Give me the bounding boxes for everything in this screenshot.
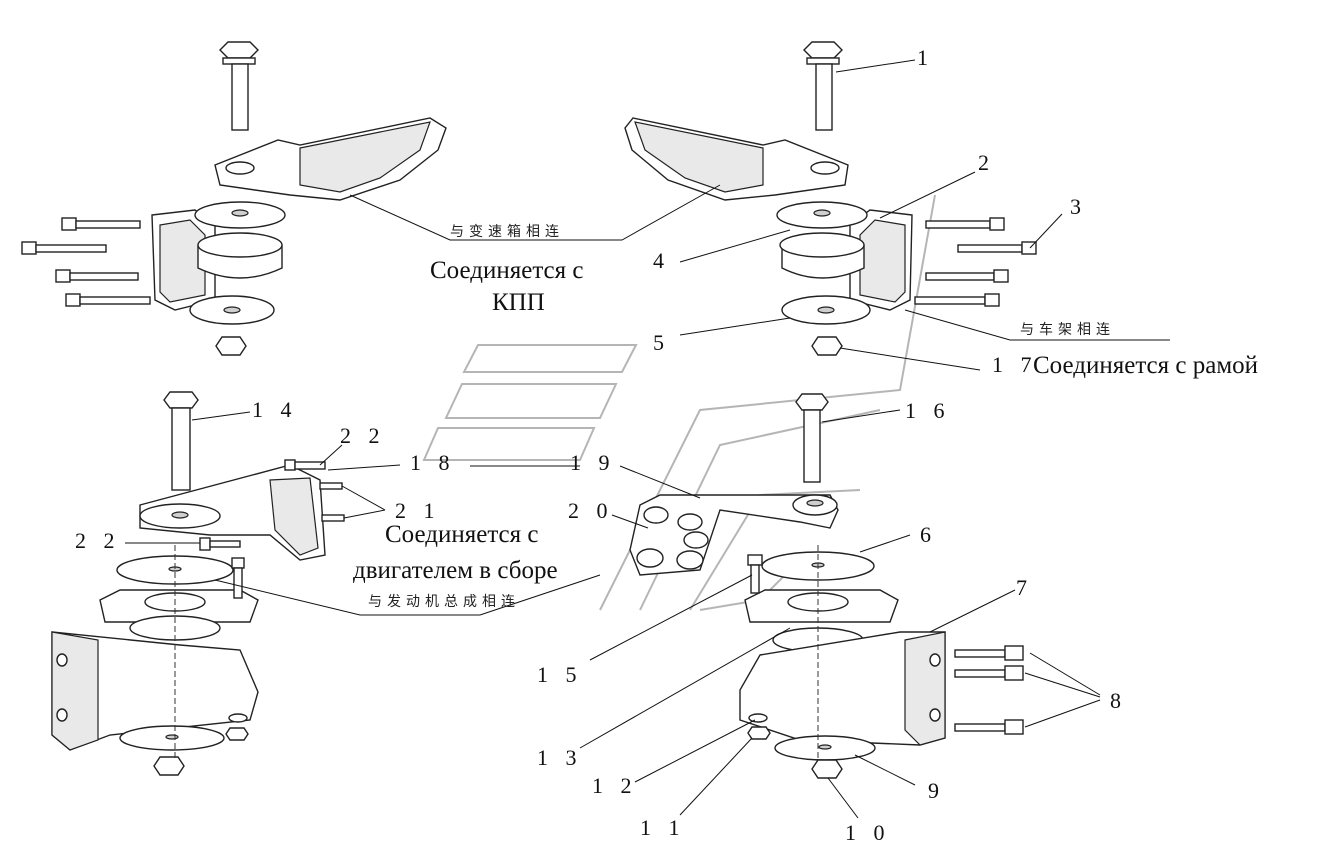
label-cn-engine: 与发动机总成相连 xyxy=(368,594,520,610)
callout-19: 1 9 xyxy=(570,450,616,475)
label-cn-frame: 与车架相连 xyxy=(1020,321,1115,338)
label-ru-engine-line2: двигателем в сборе xyxy=(353,557,558,584)
mount-base-right xyxy=(739,545,1024,779)
rubber-cushion-left xyxy=(189,201,286,356)
callout-9: 9 xyxy=(928,778,945,803)
gearbox-bracket-left xyxy=(214,117,447,201)
bolt-16 xyxy=(795,393,829,483)
frame-bracket-left xyxy=(151,209,216,311)
label-ru-gearbox-line2: КПП xyxy=(492,289,545,316)
callout-4: 4 xyxy=(653,248,670,273)
callout-18: 1 8 xyxy=(410,450,456,475)
label-ru-frame: Соединяется с рамой xyxy=(1033,352,1258,379)
leader-lines xyxy=(125,59,1170,819)
callout-20: 2 0 xyxy=(568,498,614,523)
bolt-1-right xyxy=(803,41,843,131)
callout-16: 1 6 xyxy=(905,398,951,423)
callout-5: 5 xyxy=(653,330,670,355)
text-labels: 与变速箱相连 与车架相连 与发动机总成相连 Соединяется с КПП … xyxy=(353,224,1258,610)
callout-7: 7 xyxy=(1016,575,1033,600)
callout-numbers: 1 2 3 4 5 6 7 8 9 1 0 1 1 1 2 1 3 1 5 1 … xyxy=(75,45,1127,845)
callout-22-left: 2 2 xyxy=(75,528,121,553)
callout-12: 1 2 xyxy=(592,773,638,798)
callout-10: 1 0 xyxy=(845,820,891,845)
callout-6: 6 xyxy=(920,522,937,547)
rubber-cushion-right xyxy=(776,201,871,356)
callout-22-top: 2 2 xyxy=(340,423,386,448)
label-cn-gearbox: 与变速箱相连 xyxy=(450,224,564,240)
label-ru-engine-line1: Соединяется с xyxy=(385,521,539,548)
callout-11: 1 1 xyxy=(640,815,686,840)
engine-bracket-left xyxy=(139,459,345,561)
bolt-14 xyxy=(163,391,199,491)
label-ru-gearbox-line1: Соединяется с xyxy=(430,257,584,284)
callout-2: 2 xyxy=(978,150,995,175)
engine-bracket-center xyxy=(629,494,839,576)
callout-14: 1 4 xyxy=(252,397,298,422)
callout-8: 8 xyxy=(1110,688,1127,713)
callout-3: 3 xyxy=(1070,194,1087,219)
bolt-1-left xyxy=(219,41,259,131)
callout-13: 1 3 xyxy=(537,745,583,770)
callout-17: 1 7 xyxy=(992,352,1038,377)
callout-21: 2 1 xyxy=(395,498,441,523)
mount-base-left xyxy=(51,545,259,776)
callout-15: 1 5 xyxy=(537,662,583,687)
bolts-3-right xyxy=(914,217,1037,307)
callout-1: 1 xyxy=(917,45,934,70)
gearbox-bracket-right xyxy=(624,117,849,201)
bolts-3-left xyxy=(21,217,151,307)
